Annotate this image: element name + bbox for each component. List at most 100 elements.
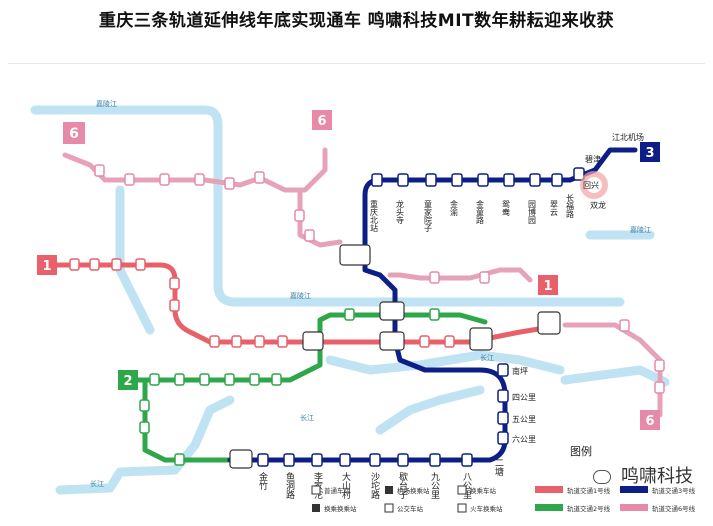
station-marker xyxy=(169,277,180,290)
legend-item: 公交车站 xyxy=(397,504,424,513)
station-marker xyxy=(135,258,146,271)
article-title: 重庆三条轨道延伸线年底实现通车 鸣啸科技MIT数年耕耘迎来收获 xyxy=(98,11,615,31)
station-marker xyxy=(277,335,288,348)
station-label: 双龙 xyxy=(590,200,606,210)
station-marker xyxy=(94,164,105,177)
legend-item: 机场换乘站 xyxy=(397,486,430,495)
station-marker xyxy=(654,381,665,394)
legend-item: 轨道交通3号线 xyxy=(652,486,696,495)
stations-line-6 xyxy=(94,164,665,394)
interchange-station xyxy=(379,331,405,351)
station-marker xyxy=(139,421,150,434)
interchange-station xyxy=(379,301,405,321)
station-label: 长福路 xyxy=(566,193,575,218)
stations-line-2 xyxy=(139,308,440,466)
legend-item: 轨道交通2号线 xyxy=(567,504,611,513)
stations-line-1 xyxy=(69,258,455,348)
legend-line-swatch xyxy=(535,486,563,493)
badge-line-1 xyxy=(37,255,57,275)
line-3-south xyxy=(227,247,508,463)
badge-1-w: 1 xyxy=(42,259,51,274)
legend-swatch xyxy=(311,485,321,495)
station-marker xyxy=(254,335,265,348)
station-marker xyxy=(304,229,315,242)
station-marker xyxy=(419,335,430,348)
badge-2-w: 2 xyxy=(123,374,132,389)
station-marker xyxy=(339,453,351,467)
river-yangtze-3 xyxy=(375,385,485,435)
badge-line-6 xyxy=(312,110,332,130)
river-southeast xyxy=(560,365,670,387)
station-marker xyxy=(497,389,509,403)
legend-line-swatch xyxy=(620,486,648,493)
station-marker xyxy=(169,299,180,312)
badge-6-n: 6 xyxy=(317,114,326,129)
station-label: 鸳鸯 xyxy=(502,199,511,217)
legend-swatch xyxy=(385,486,393,494)
station-marker xyxy=(294,209,305,222)
interchange-hubs xyxy=(229,244,561,469)
station-label: 五公里 xyxy=(512,415,536,424)
station-marker xyxy=(254,171,265,184)
station-label: 园博园 xyxy=(528,200,537,225)
station-marker xyxy=(477,173,489,187)
line-6-southeast xyxy=(562,322,663,418)
station-label: 大山村 xyxy=(340,471,351,499)
station-label: 碧津 xyxy=(585,154,601,164)
river-label: 嘉陵江 xyxy=(290,291,311,300)
labels-rivers: 嘉陵江 长江 长江 长江 嘉陵江 嘉陵江 xyxy=(90,99,651,488)
station-marker xyxy=(249,373,260,386)
stations-line-3 xyxy=(257,167,585,467)
station-label: 六公里 xyxy=(512,434,536,444)
station-marker xyxy=(344,308,355,321)
station-label: 回兴 xyxy=(583,181,599,190)
watermark-text: 鸣啸科技 xyxy=(621,466,693,487)
legend-line-swatch xyxy=(535,504,563,511)
legend-item: 火车换乘站 xyxy=(470,504,503,513)
station-label: 沙坨路 xyxy=(369,472,380,500)
legend-item: 轨道交通1号线 xyxy=(567,486,611,495)
station-marker xyxy=(89,258,100,271)
station-label: 重庆北站 xyxy=(370,199,379,233)
station-marker xyxy=(573,167,585,181)
station-marker xyxy=(124,173,135,186)
badge-line-2 xyxy=(118,370,138,390)
metro-map-svg: 6 6 3 1 1 2 6 重庆北站 龙头寺 童家院子 金渝 金童路 鸳鸯 园博… xyxy=(30,99,696,513)
station-marker xyxy=(444,335,455,348)
station-label: 四公里 xyxy=(512,393,536,402)
station-label: 二塘 xyxy=(493,458,504,477)
badge-line-1 xyxy=(538,275,558,295)
station-marker xyxy=(199,373,210,386)
station-marker xyxy=(224,373,235,386)
metro-map: 6 6 3 1 1 2 6 重庆北站 龙头寺 童家院子 金渝 金童路 鸳鸯 园博… xyxy=(0,70,713,522)
station-marker xyxy=(479,271,490,284)
station-marker xyxy=(311,453,323,467)
station-marker xyxy=(503,173,515,187)
line-6-east xyxy=(387,267,533,283)
rivers xyxy=(30,105,670,495)
badge-3-ne: 3 xyxy=(645,146,654,161)
station-marker xyxy=(231,335,242,348)
station-marker xyxy=(174,453,185,466)
legend-swatch xyxy=(312,504,320,512)
river-label: 长江 xyxy=(90,479,104,488)
station-marker xyxy=(397,173,409,187)
station-marker xyxy=(497,363,509,377)
station-label: 江北机场 xyxy=(612,132,644,142)
station-marker xyxy=(429,308,440,321)
river-yangtze-1 xyxy=(325,350,565,375)
badge-line-6 xyxy=(640,410,660,430)
legend-item: 换乘车站 xyxy=(470,486,497,495)
legend-item: 换乘换乘站 xyxy=(324,504,357,513)
interchange-station xyxy=(229,449,253,469)
badge-6-se: 6 xyxy=(645,414,654,429)
station-marker xyxy=(497,411,509,425)
station-label: 南坪 xyxy=(512,366,528,376)
station-marker xyxy=(194,173,205,186)
station-label: 歇台子 xyxy=(397,471,408,499)
station-marker xyxy=(283,453,295,467)
badge-line-6 xyxy=(63,122,85,144)
station-marker xyxy=(257,453,269,467)
legend-title: 图例 xyxy=(570,444,592,458)
station-label: 金童路 xyxy=(476,199,485,224)
